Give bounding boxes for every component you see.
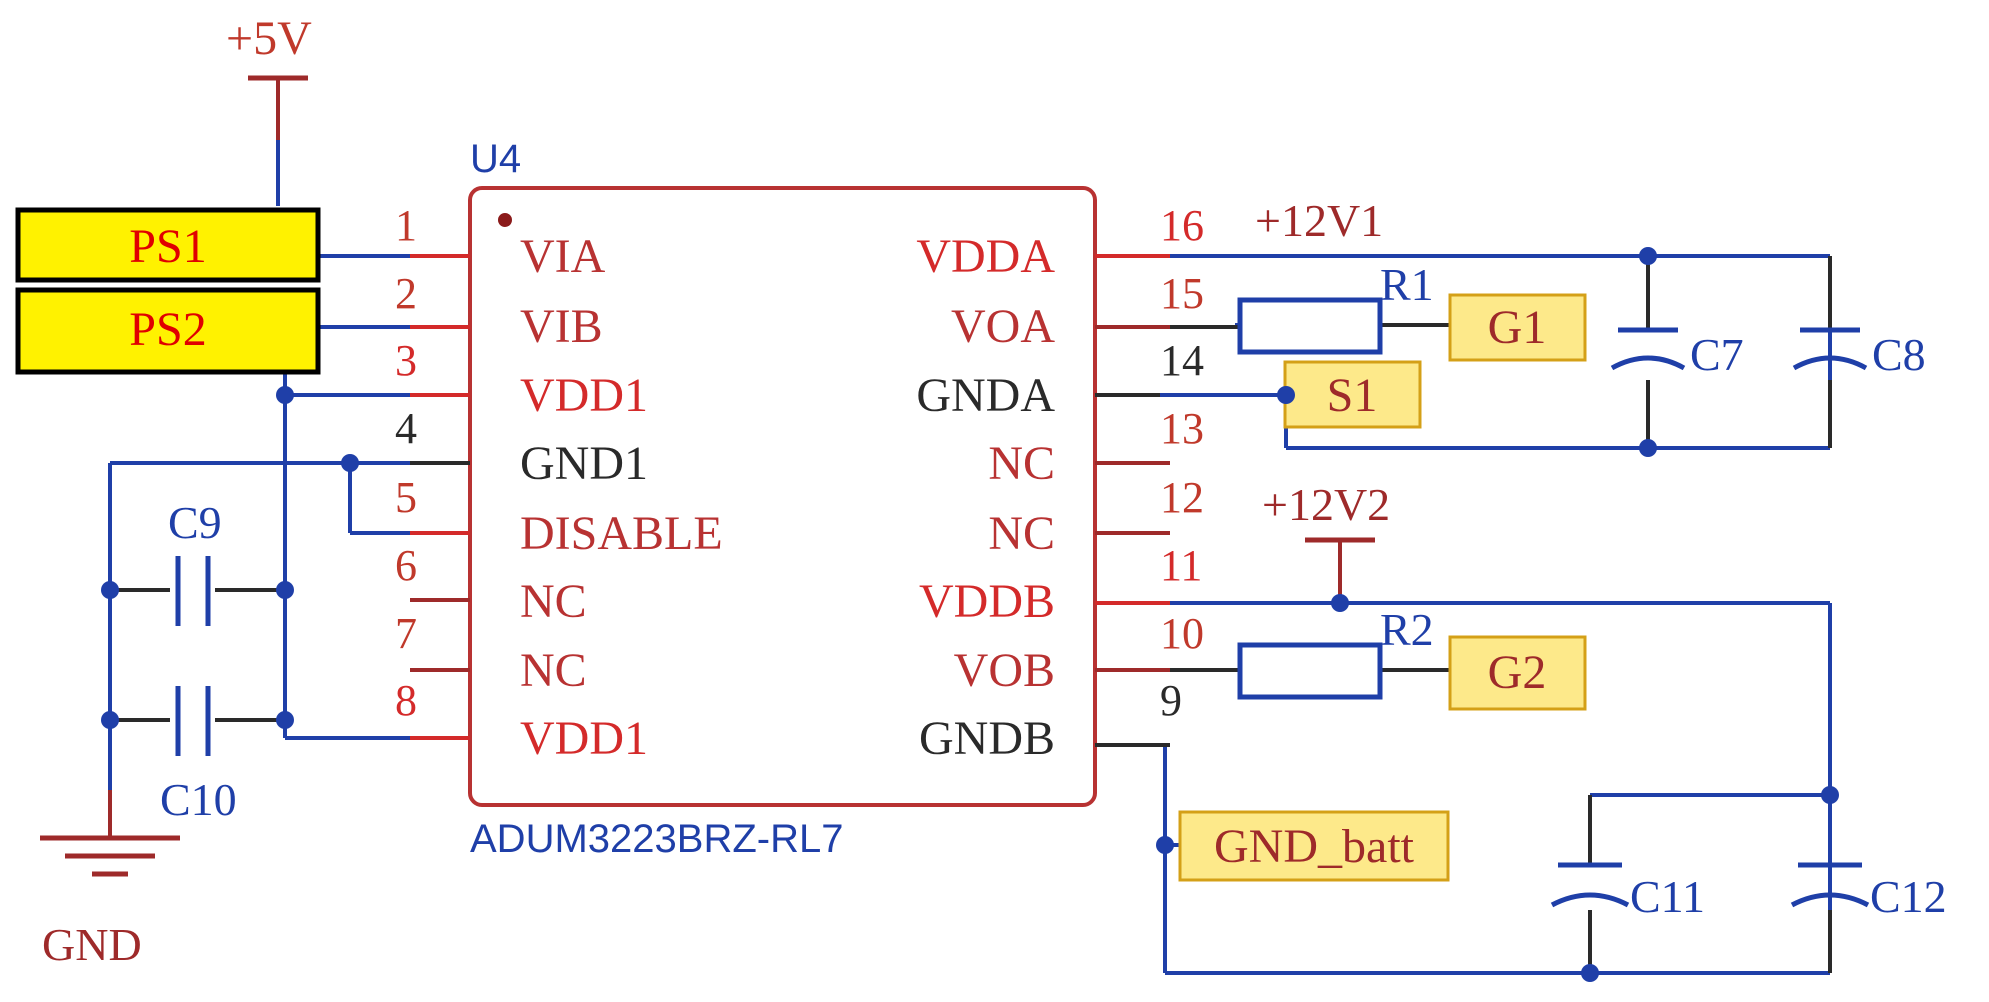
left-pins: 1 2 3 4 5 6 7 8 VIA VIB VDD1 GND1 DISABL… <box>395 201 723 765</box>
port-ps1: PS1 <box>15 207 321 283</box>
ic-body <box>468 186 1097 807</box>
pin-num-4: 4 <box>395 404 417 453</box>
plus12v2-label: +12V2 <box>1262 479 1390 530</box>
pin-name-nc-13: NC <box>988 437 1055 490</box>
pin-name-gndb: GNDB <box>919 712 1055 765</box>
r2-label: R2 <box>1380 604 1434 655</box>
plus5v-label: +5V <box>226 12 312 65</box>
junction-dot <box>1821 786 1839 804</box>
junction-dot <box>1156 836 1174 854</box>
c10-label: C10 <box>160 774 237 825</box>
junction-dot <box>101 581 119 599</box>
capacitor-c11: C11 <box>1550 862 1705 922</box>
c12-label: C12 <box>1870 871 1947 922</box>
capacitor-c12: C12 <box>1790 862 1947 922</box>
c7-label: C7 <box>1690 329 1744 380</box>
port-ps1-label: PS1 <box>129 220 206 273</box>
capacitor-c7: C7 <box>1610 327 1744 380</box>
pin-name-nc-7: NC <box>520 644 587 697</box>
pin-num-7: 7 <box>395 609 417 658</box>
net-gnd-batt-text: GND_batt <box>1214 820 1415 873</box>
pin-num-15: 15 <box>1160 269 1204 318</box>
right-pins: 16 15 14 13 12 11 10 9 VDDA VOA GNDA NC … <box>916 201 1240 765</box>
pin-num-8: 8 <box>395 676 417 725</box>
net-g2-text: G2 <box>1488 646 1547 699</box>
gnd-label: GND <box>42 919 142 970</box>
pin1-marker <box>498 213 512 227</box>
junction-dot <box>1581 964 1599 982</box>
junction-dot <box>1639 247 1657 265</box>
pin-name-nc-12: NC <box>988 507 1055 560</box>
pin-name-vddb: VDDB <box>919 575 1055 628</box>
pin-num-5: 5 <box>395 473 417 522</box>
c9-label: C9 <box>168 497 222 548</box>
resistor-r1: R1 <box>1237 259 1434 355</box>
port-ps2-label: PS2 <box>129 303 206 356</box>
pin-num-11: 11 <box>1160 541 1202 590</box>
pin-num-3: 3 <box>395 336 417 385</box>
pin-num-12: 12 <box>1160 473 1204 522</box>
resistor-r2: R2 <box>1237 604 1434 700</box>
pin-name-vdd1-top: VDD1 <box>520 369 648 422</box>
junction-dot <box>276 711 294 729</box>
ic-part-number: ADUM3223BRZ-RL7 <box>470 817 843 861</box>
pin-num-1: 1 <box>395 201 417 250</box>
junction-dot <box>1331 594 1349 612</box>
junction-dot <box>276 581 294 599</box>
junction-dot <box>341 454 359 472</box>
pin-name-via: VIA <box>520 230 606 283</box>
port-ps2: PS2 <box>15 287 321 375</box>
pin-num-6: 6 <box>395 541 417 590</box>
junction-dot <box>1639 439 1657 457</box>
pin-num-9: 9 <box>1160 676 1182 725</box>
pin-name-gnd1: GND1 <box>520 437 648 490</box>
c11-label: C11 <box>1630 871 1705 922</box>
pin-name-gnda: GNDA <box>916 369 1055 422</box>
plus12v1-label: +12V1 <box>1255 195 1383 246</box>
pin-name-disable: DISABLE <box>520 507 723 560</box>
junction-dot <box>276 386 294 404</box>
c8-label: C8 <box>1872 329 1926 380</box>
ic-designator: U4 <box>470 137 521 181</box>
pin-name-voa: VOA <box>951 300 1055 353</box>
net-label-g1: G1 <box>1448 293 1587 362</box>
pin-num-16: 16 <box>1160 201 1204 250</box>
net-s1-text: S1 <box>1327 369 1378 422</box>
pin-name-vdda: VDDA <box>916 230 1055 283</box>
pin-num-14: 14 <box>1160 336 1204 385</box>
pin-num-2: 2 <box>395 269 417 318</box>
net-label-g2: G2 <box>1448 635 1587 711</box>
net-g1-text: G1 <box>1488 301 1547 354</box>
r1-label: R1 <box>1380 259 1434 310</box>
pin-name-vib: VIB <box>520 300 603 353</box>
plus12v2-power-symbol: +12V2 <box>1262 479 1390 603</box>
plus5v-power-symbol: +5V <box>226 12 312 140</box>
pin-name-vob: VOB <box>954 644 1055 697</box>
net-label-gnd-batt: GND_batt <box>1178 810 1450 882</box>
capacitor-c10: C10 <box>160 686 237 825</box>
gnd-power-symbol: GND <box>40 790 180 970</box>
pin-name-nc-6: NC <box>520 575 587 628</box>
pin-num-13: 13 <box>1160 404 1204 453</box>
capacitor-c9: C9 <box>168 497 222 626</box>
capacitor-c8: C8 <box>1792 327 1926 380</box>
junction-dots <box>101 247 1839 982</box>
pin-name-vdd1-bottom: VDD1 <box>520 712 648 765</box>
ic-u4: U4 ADUM3223BRZ-RL7 <box>468 137 1097 861</box>
junction-dot <box>101 711 119 729</box>
net-label-s1: S1 <box>1283 360 1422 429</box>
junction-dot <box>1277 386 1295 404</box>
pin-num-10: 10 <box>1160 609 1204 658</box>
